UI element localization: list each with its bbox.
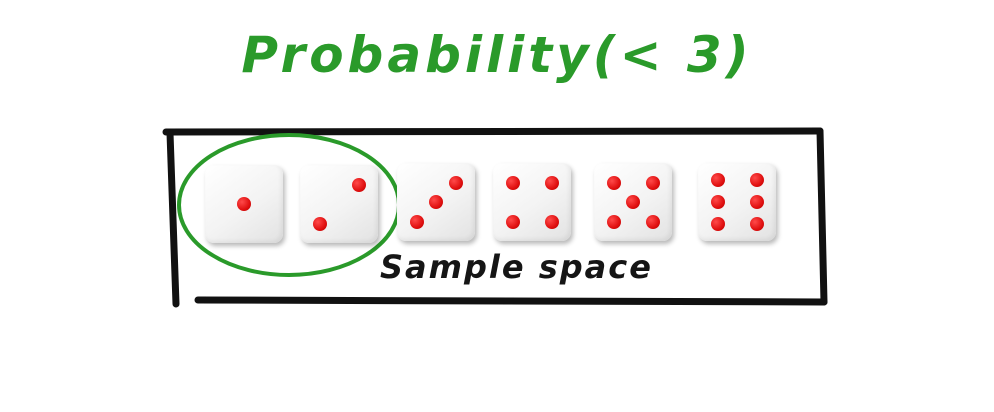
- pip: [505, 214, 520, 229]
- pip: [429, 195, 443, 209]
- pip: [237, 197, 251, 211]
- pip: [626, 195, 640, 209]
- pip: [749, 173, 764, 188]
- pip: [448, 175, 463, 190]
- pip: [606, 214, 621, 229]
- pip: [710, 195, 725, 209]
- die-face-1: [205, 165, 283, 243]
- die-face-3: [397, 163, 475, 241]
- title: Probability(< 3): [241, 26, 753, 84]
- pip: [710, 216, 725, 231]
- die-face-2: [300, 165, 378, 243]
- pip: [645, 214, 660, 229]
- die-face-4: [493, 163, 571, 241]
- pip: [409, 214, 424, 229]
- pip: [749, 216, 764, 231]
- die-face-5: [594, 163, 672, 241]
- pip: [544, 214, 559, 229]
- pip: [505, 175, 520, 190]
- die-face-6: [698, 163, 776, 241]
- pip: [312, 216, 327, 231]
- pip: [351, 177, 366, 192]
- sample-space-label: Sample space: [380, 248, 653, 286]
- pip: [544, 175, 559, 190]
- pip: [710, 173, 725, 188]
- pip: [749, 195, 764, 209]
- pip: [606, 175, 621, 190]
- pip: [645, 175, 660, 190]
